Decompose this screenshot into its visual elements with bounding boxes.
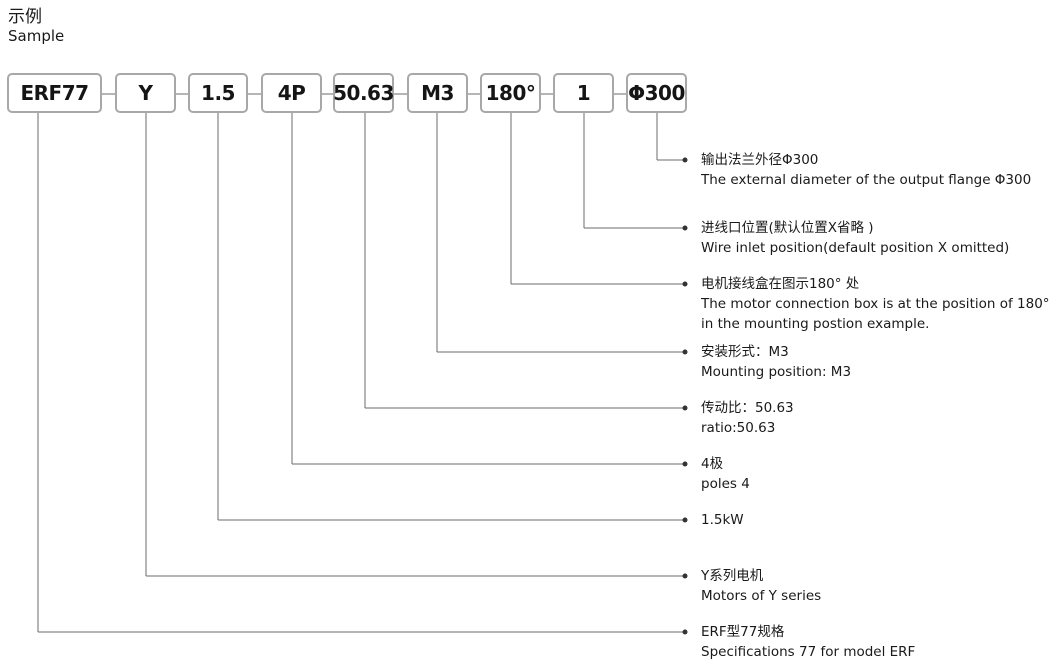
leader-mounting-dot: [682, 349, 688, 355]
desc-flange: 输出法兰外径Φ300 The external diameter of the …: [701, 150, 1031, 190]
desc-poles-en: poles 4: [701, 476, 750, 492]
desc-mounting: 安装形式：M3 Mounting position: M3: [701, 342, 851, 382]
leader-terminal-box-dot: [682, 281, 688, 287]
leader-power-dot: [682, 517, 688, 523]
leader-wire-inlet-dot: [682, 225, 688, 231]
desc-terminal-box-en-2: in the mounting postion example.: [701, 316, 930, 332]
leader-series-dot: [682, 573, 688, 579]
desc-series-en: Motors of Y series: [701, 588, 822, 604]
title-english: Sample: [8, 26, 65, 45]
desc-wire-inlet-cn: 进线口位置(默认位置X省略 ): [701, 220, 874, 236]
desc-series: Y系列电机 Motors of Y series: [701, 566, 821, 606]
desc-ratio-en: ratio:50.63: [701, 420, 776, 436]
sample-title: 示例 Sample: [8, 7, 65, 45]
code-box-mounting: M3: [407, 73, 468, 113]
desc-flange-cn: 输出法兰外径Φ300: [701, 152, 819, 168]
leader-model-dot: [682, 629, 688, 635]
desc-poles: 4极 poles 4: [701, 454, 750, 494]
code-box-terminal: 180°: [480, 73, 541, 113]
desc-wire-inlet: 进线口位置(默认位置X省略 ) Wire inlet position(defa…: [701, 218, 1009, 258]
leader-poles-dot: [682, 461, 688, 467]
code-box-ratio: 50.63: [333, 73, 394, 113]
desc-model-cn: ERF型77规格: [701, 624, 785, 640]
code-box-model: ERF77: [7, 73, 102, 113]
code-box-flange: Φ300: [626, 73, 687, 113]
desc-wire-inlet-en: Wire inlet position(default position X o…: [701, 240, 1010, 256]
desc-terminal-box-en-1: The motor connection box is at the posit…: [701, 296, 1050, 312]
code-box-wire-inlet: 1: [553, 73, 614, 113]
desc-series-cn: Y系列电机: [701, 568, 764, 584]
desc-terminal-box: 电机接线盒在图示180° 处 The motor connection box …: [701, 274, 1050, 334]
desc-mounting-cn: 安装形式：M3: [701, 344, 789, 360]
desc-power: 1.5kW: [701, 510, 744, 530]
title-chinese: 示例: [8, 7, 42, 27]
desc-terminal-box-cn: 电机接线盒在图示180° 处: [701, 276, 860, 292]
leader-ratio-dot: [682, 405, 688, 411]
desc-model-en: Specifications 77 for model ERF: [701, 644, 916, 660]
code-box-power: 1.5: [188, 73, 248, 113]
desc-flange-en: The external diameter of the output flan…: [701, 172, 1032, 188]
desc-power-cn: 1.5kW: [701, 512, 744, 528]
leader-flange-dot: [682, 157, 688, 163]
desc-ratio-cn: 传动比：50.63: [701, 400, 794, 416]
code-box-series: Y: [115, 73, 176, 113]
desc-poles-cn: 4极: [701, 456, 724, 472]
desc-model: ERF型77规格 Specifications 77 for model ERF: [701, 622, 915, 662]
desc-mounting-en: Mounting position: M3: [701, 364, 852, 380]
desc-ratio: 传动比：50.63 ratio:50.63: [701, 398, 794, 438]
code-box-poles: 4P: [261, 73, 322, 113]
